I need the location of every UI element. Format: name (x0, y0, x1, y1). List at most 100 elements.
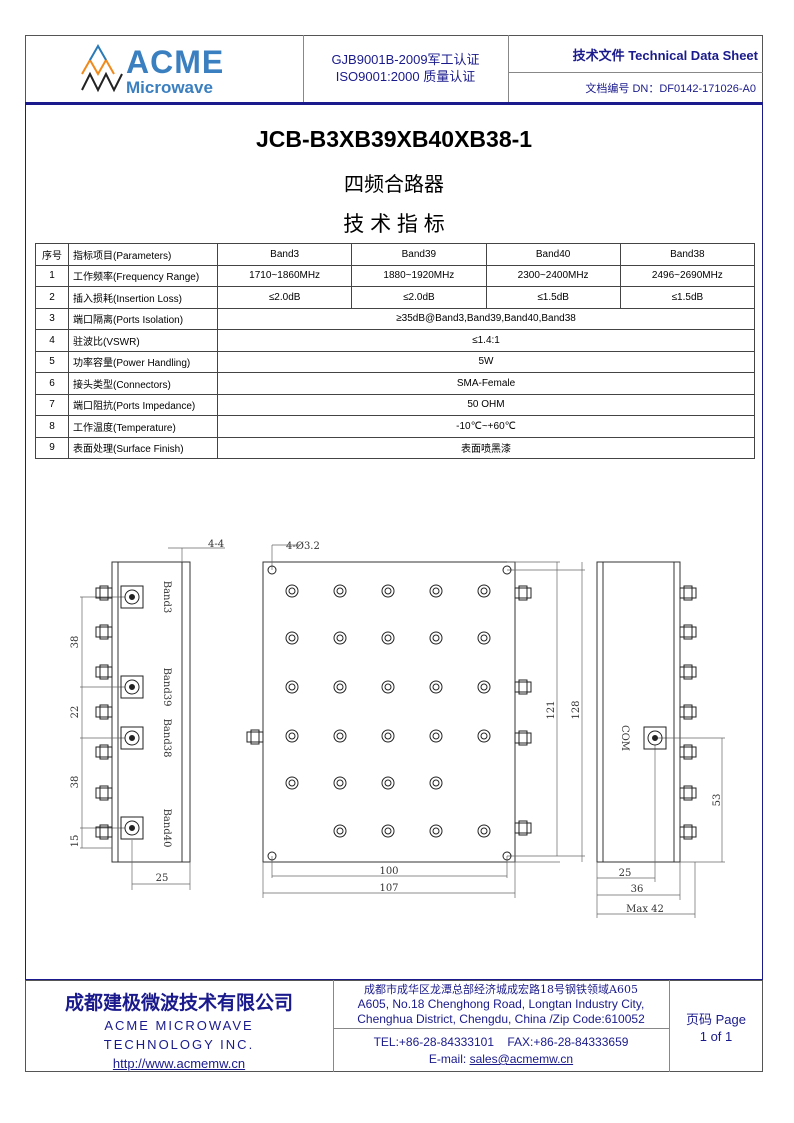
tuning-screw-icon (333, 824, 347, 838)
tuning-screw-icon (477, 824, 491, 838)
address-cn: 成都市成华区龙潭总部经济城成宏路18号钢铁领域A605 (364, 983, 638, 996)
tuning-screw-icon (381, 631, 395, 645)
tuning-screw-icon (333, 631, 347, 645)
n-connector-icon (643, 726, 667, 750)
mounting-hole-icon (267, 851, 277, 861)
address-en: A605, No.18 Chenghong Road, Longtan Indu… (357, 997, 645, 1011)
port-label-band39: Band39 (161, 668, 172, 707)
phone-fax: TEL:+86-28-84333101 FAX:+86-28-84333659 (373, 1035, 629, 1049)
n-connector-pin-icon (129, 735, 135, 741)
tuning-screw-icon (336, 587, 344, 595)
model-title: JCB-B3XB39XB40XB38-1 (255, 126, 533, 152)
tuning-screw-icon (480, 587, 488, 595)
tuning-screw-icon (477, 729, 491, 743)
tuning-screw-icon (381, 680, 395, 694)
sma-connector-icon (99, 744, 109, 760)
email-label: E-mail: (428, 1052, 470, 1066)
dim-label: 15 (70, 835, 81, 848)
n-connector-icon (120, 726, 144, 750)
mounting-hole-icon (502, 565, 512, 575)
sma-connector-icon (683, 585, 693, 601)
tuning-screw-icon (432, 634, 440, 642)
tuning-screw-icon (336, 634, 344, 642)
n-connector-icon (120, 816, 144, 840)
logo-text: ACME (126, 44, 225, 80)
tuning-screw-icon (480, 732, 488, 740)
page-number: 1 of 1 (699, 1029, 733, 1044)
tuning-screw-icon (381, 776, 395, 790)
tuning-screw-icon (477, 631, 491, 645)
sma-connector-icon (679, 826, 697, 838)
tuning-screw-icon (384, 587, 392, 595)
dim-label: 25 (156, 873, 169, 884)
value: 表面喷黑漆 (217, 436, 755, 459)
port-label-band3: Band3 (161, 581, 172, 614)
tuning-screw-icon (336, 827, 344, 835)
sma-connector-icon (246, 731, 264, 743)
dim-label: 107 (379, 883, 398, 894)
sma-connector-icon (679, 587, 697, 599)
port-label-band38: Band38 (161, 719, 172, 758)
sma-connector-icon (683, 664, 693, 680)
tuning-screw-icon (384, 779, 392, 787)
tuning-screw-icon (432, 683, 440, 691)
sma-connector-icon (683, 624, 693, 640)
tuning-screw-icon (429, 584, 443, 598)
tuning-screw-icon (429, 680, 443, 694)
tuning-screw-icon (429, 729, 443, 743)
sma-connector-icon (679, 787, 697, 799)
dim-label: 100 (379, 866, 398, 877)
tuning-screw-icon (429, 631, 443, 645)
n-connector-icon (124, 730, 140, 746)
sma-connector-icon (514, 822, 532, 834)
cert-gjb: GJB9001B-2009军工认证 (331, 52, 480, 67)
tuning-screw-icon (288, 779, 296, 787)
dim-label: 22 (70, 706, 81, 719)
dim-label: 4-4 (208, 539, 224, 550)
dim-label: 121 (546, 700, 557, 719)
sma-connector-icon (95, 746, 113, 758)
tuning-screw-icon (288, 587, 296, 595)
sma-connector-icon (518, 585, 528, 601)
n-connector-pin-icon (129, 594, 135, 600)
sma-connector-icon (683, 824, 693, 840)
n-connector-icon (647, 730, 663, 746)
doc-number: 文档编号 DN：DF0142-171026-A0 (585, 83, 756, 95)
sma-connector-icon (679, 626, 697, 638)
tuning-screw-icon (285, 631, 299, 645)
email-link[interactable]: sales@acmemw.cn (469, 1052, 574, 1066)
sma-connector-icon (99, 704, 109, 720)
company-name-en: ACME MICROWAVE (104, 1018, 254, 1033)
n-connector-pin-icon (652, 735, 658, 741)
sma-connector-icon (679, 666, 697, 678)
logo-mark-icon (81, 43, 123, 93)
tuning-screw-icon (384, 634, 392, 642)
sma-connector-icon (99, 664, 109, 680)
dim-label: Max 42 (626, 904, 664, 915)
tuning-screw-icon (381, 584, 395, 598)
tuning-screw-icon (429, 824, 443, 838)
sma-connector-icon (99, 585, 109, 601)
logo-subtext: Microwave (126, 78, 213, 97)
dim-label: 36 (631, 884, 644, 895)
website-link[interactable]: http://www.acmemw.cn (112, 1056, 246, 1071)
n-connector-pin-icon (129, 684, 135, 690)
tuning-screw-icon (432, 732, 440, 740)
dim-label: 38 (70, 776, 81, 789)
tuning-screw-icon (432, 827, 440, 835)
tuning-screw-icon (333, 584, 347, 598)
tuning-screw-icon (336, 732, 344, 740)
mounting-hole-icon (267, 565, 277, 575)
section-title: 技 术 指 标 (343, 213, 445, 236)
tuning-screw-icon (333, 776, 347, 790)
port-label-band40: Band40 (161, 809, 172, 848)
company-name-en-2: TECHNOLOGY INC. (103, 1037, 255, 1052)
tuning-screw-icon (285, 776, 299, 790)
sma-connector-icon (95, 626, 113, 638)
tuning-screw-icon (381, 729, 395, 743)
